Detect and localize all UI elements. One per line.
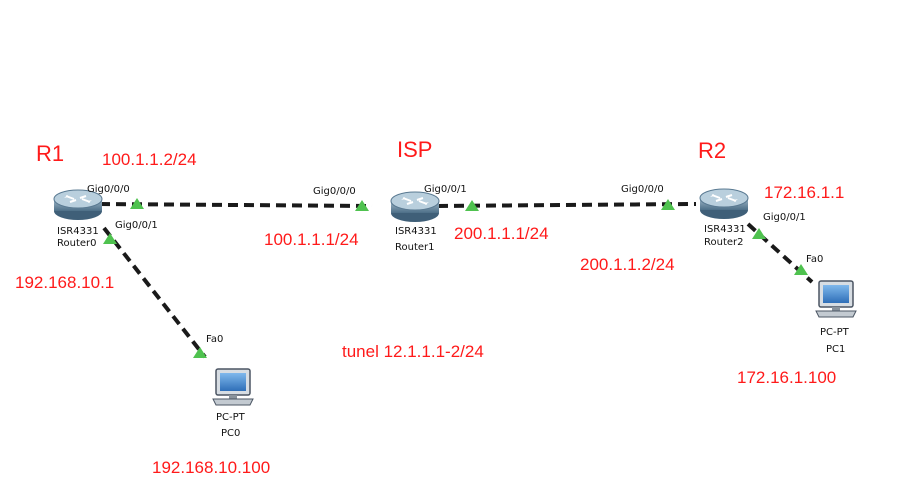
router-icon[interactable] [699, 188, 749, 220]
r2-wan-ip: 200.1.1.2/24 [580, 255, 675, 274]
port-up-r2-g001 [752, 228, 766, 239]
pc0-model: PC-PT [216, 412, 246, 423]
isp-right-ip: 200.1.1.1/24 [454, 224, 549, 243]
port-up-r1-g001 [465, 200, 479, 211]
port-label-r2-g000: Gig0/0/0 [621, 184, 664, 195]
port-up-r0-g000 [130, 198, 144, 209]
router-icon[interactable] [390, 191, 440, 223]
port-up-pc0-fa0 [193, 347, 207, 358]
pc-icon[interactable] [212, 368, 254, 406]
port-label-pc1-fa0: Fa0 [806, 254, 823, 265]
router1-model: ISR4331 [395, 226, 437, 237]
isp-left-ip: 100.1.1.1/24 [264, 230, 359, 249]
link-r0-r1[interactable] [99, 202, 373, 208]
r1-wan-ip: 100.1.1.2/24 [102, 150, 197, 169]
pc1[interactable]: PC-PT PC1 [815, 280, 857, 355]
r1-title: R1 [36, 141, 64, 166]
port-label-r0-g001: Gig0/0/1 [115, 220, 158, 231]
port-label-r1-g001: Gig0/0/1 [424, 184, 467, 195]
r1-lan-ip: 192.168.10.1 [15, 273, 114, 292]
pc-icon[interactable] [815, 280, 857, 318]
tunnel-label: tunel 12.1.1.1-2/24 [342, 342, 484, 361]
r2-title: R2 [698, 138, 726, 163]
pc1-model: PC-PT [820, 327, 850, 338]
pc0-ip: 192.168.10.100 [152, 458, 270, 477]
port-label-r1-g000: Gig0/0/0 [313, 186, 356, 197]
port-up-r0-g001 [103, 233, 117, 244]
router0-name: Router0 [57, 238, 97, 249]
router2-name: Router2 [704, 237, 744, 248]
port-label-pc0-fa0: Fa0 [206, 334, 223, 345]
port-label-r0-g000: Gig0/0/0 [87, 184, 130, 195]
port-up-r2-g000 [661, 199, 675, 210]
router0-model: ISR4331 [57, 226, 99, 237]
r2-lan-ip: 172.16.1.1 [764, 183, 844, 202]
annotations: R1 ISP R2 100.1.1.2/24 100.1.1.1/24 200.… [15, 137, 844, 477]
pc1-ip: 172.16.1.100 [737, 368, 836, 387]
port-up-pc1-fa0 [794, 264, 808, 275]
pc1-name: PC1 [826, 344, 845, 355]
isp-title: ISP [397, 137, 432, 162]
link-r0-pc0[interactable] [102, 226, 207, 359]
router0[interactable]: ISR4331 Router0 [53, 189, 103, 249]
pc0[interactable]: PC-PT PC0 [212, 368, 254, 439]
port-labels: Gig0/0/0 Gig0/0/1 Gig0/0/0 Gig0/0/1 Gig0… [87, 184, 823, 345]
router1-name: Router1 [395, 242, 435, 253]
link-r1-r2[interactable] [437, 202, 697, 208]
port-up-r1-g000 [355, 200, 369, 211]
pc0-name: PC0 [221, 428, 240, 439]
router2[interactable]: ISR4331 Router2 [699, 188, 749, 248]
port-label-r2-g001: Gig0/0/1 [763, 212, 806, 223]
router1[interactable]: ISR4331 Router1 [390, 191, 440, 253]
port-status-indicators [103, 198, 808, 358]
router2-model: ISR4331 [704, 224, 746, 235]
